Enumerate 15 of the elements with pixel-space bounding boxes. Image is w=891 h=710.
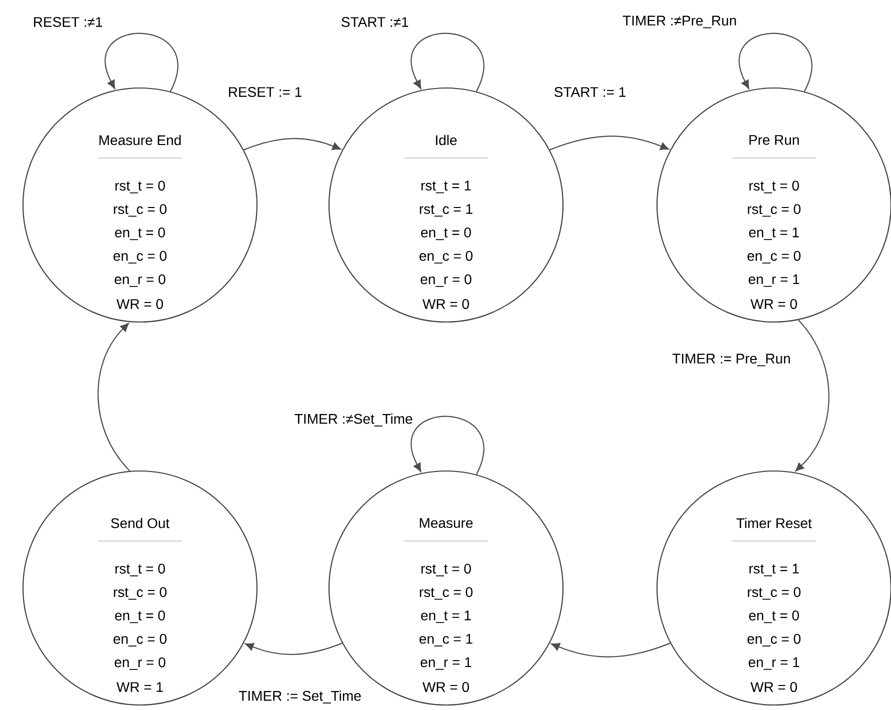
edge-label: TIMER :≠Set_Time (293, 412, 414, 428)
loop-arrow (105, 32, 178, 92)
arrow (98, 322, 130, 472)
arrow (550, 136, 669, 150)
edge-label: RESET :≠1 (32, 16, 104, 28)
loop-arrow (411, 416, 484, 475)
edge-label: START :≠1 (340, 16, 410, 28)
edge-label: TIMER := Pre_Run (671, 352, 792, 368)
edge-label: TIMER :≠Pre_Run (622, 14, 738, 30)
arrow (551, 642, 670, 658)
arrow (245, 642, 342, 655)
loop-arrow (411, 32, 484, 92)
arrow (244, 138, 341, 150)
arrow (795, 320, 830, 472)
loop-arrow (739, 32, 812, 92)
